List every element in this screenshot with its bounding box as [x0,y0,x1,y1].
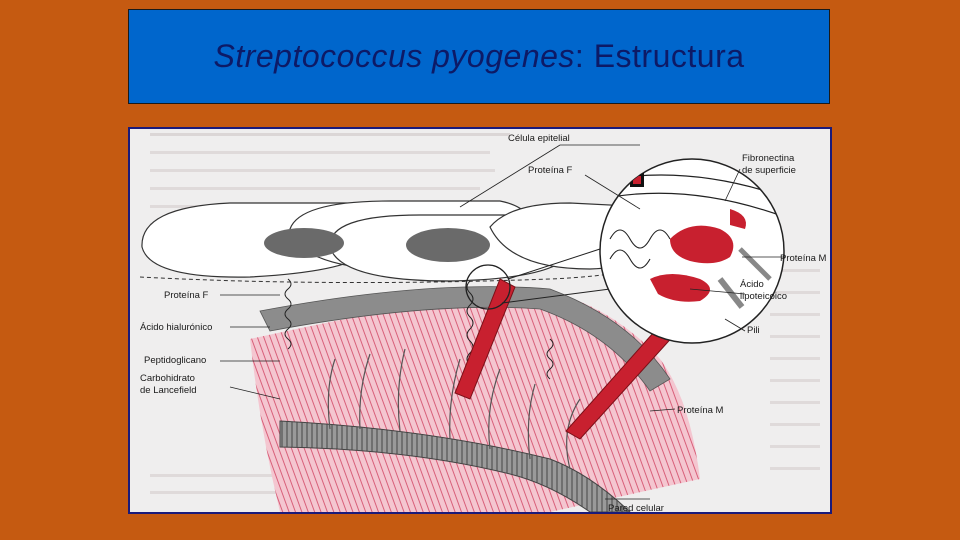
membrane-layer [250,289,700,512]
label-proteina-f-left: Proteína F [164,290,209,301]
label-acido-lipoteicoico-2: lipoteicoico [740,291,787,302]
structure-diagram: Célula epitelial Proteína F Fibronectina… [139,133,827,512]
label-proteina-m-bottom: Proteína M [677,405,724,416]
title-suffix: : Estructura [574,38,745,74]
cell-nucleus [264,228,344,258]
label-celula-epitelial: Célula epitelial [508,133,570,144]
slide-title: Streptococcus pyogenes: Estructura [213,38,744,75]
leader-lines [220,144,785,500]
zoom-source-circle [465,264,511,310]
title-species: Streptococcus pyogenes [213,38,575,74]
label-proteina-f-top: Proteína F [528,165,573,176]
cell-nucleus [406,228,490,262]
structure-figure: Célula epitelial Proteína F Fibronectina… [128,127,832,514]
label-pili: Pili [747,325,760,336]
label-pared-celular: Pared celular [608,503,664,512]
zoom-circle [599,158,785,344]
label-fibronectina-1: Fibronectina [742,153,795,164]
label-acido-hialuronico: Ácido hialurónico [140,322,212,333]
label-carbohidrato-2: de Lancefield [140,385,197,396]
label-peptidoglicano: Peptidoglicano [144,355,206,366]
hyaluronic-capsule [259,286,671,392]
label-proteina-m-right: Proteína M [780,253,827,264]
label-fibronectina-2: de superficie [742,165,796,176]
lancefield-strands [327,348,581,470]
cell-wall-band [279,420,631,512]
title-box: Streptococcus pyogenes: Estructura [128,9,830,104]
label-carbohidrato-1: Carbohidrato [140,373,195,384]
zoom-connector [507,248,601,280]
label-acido-lipoteicoico-1: Ácido [740,279,764,290]
zoom-connector [501,288,611,304]
